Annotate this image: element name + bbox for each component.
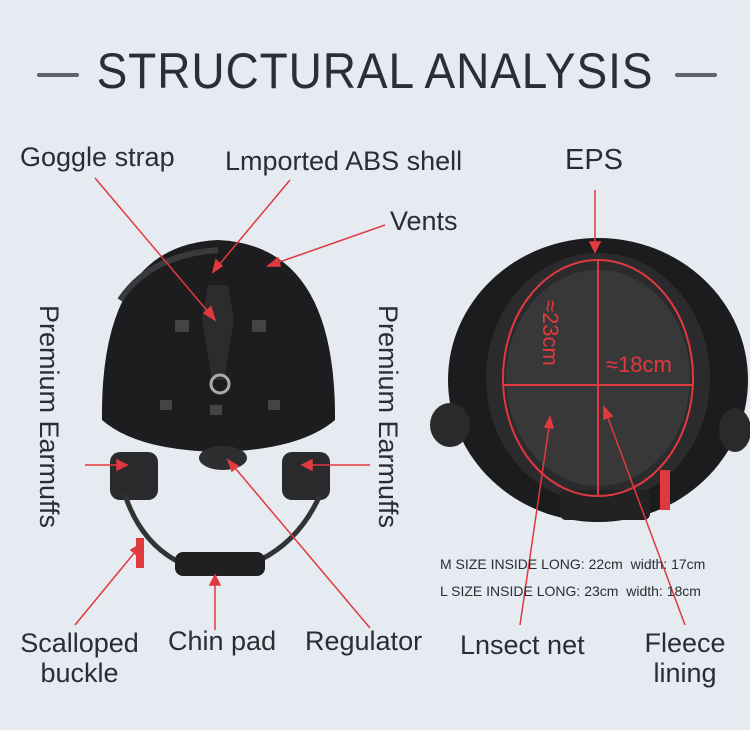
pointer-lines — [74, 177, 686, 630]
measurement-length: ≈23cm — [538, 300, 563, 366]
label-vents: Vents — [390, 206, 458, 236]
measurement-width: ≈18cm — [606, 352, 672, 377]
size-row-m: M SIZE INSIDE LONG: 22cm width: 17cm — [440, 556, 705, 572]
label-earmuffs-right: Premium Earmuffs — [373, 305, 403, 529]
title-dash-right — [675, 73, 717, 77]
size-name: L SIZE — [440, 583, 483, 599]
label-eps: EPS — [565, 144, 624, 176]
size-width-label: width: — [630, 556, 668, 572]
size-width-label: width: — [626, 583, 663, 599]
label-earmuffs-left: Premium Earmuffs — [34, 305, 64, 529]
label-chin-pad: Chin pad — [168, 626, 277, 656]
label-fleece-lining: Fleece lining — [635, 628, 735, 688]
label-line: Scalloped — [20, 628, 139, 658]
page-title: STRUCTURAL ANALYSIS — [96, 43, 654, 99]
helmet-inside-view — [430, 238, 750, 522]
label-abs-shell: Lmported ABS shell — [225, 146, 463, 176]
size-long: 23cm — [584, 583, 619, 599]
size-name: M SIZE — [440, 556, 487, 572]
size-long: 22cm — [588, 556, 623, 572]
label-line: buckle — [40, 658, 119, 688]
size-long-label: INSIDE LONG: — [486, 583, 581, 599]
size-width: 18cm — [666, 583, 701, 599]
label-scalloped-buckle: Scalloped buckle — [12, 628, 147, 688]
label-regulator: Regulator — [305, 626, 423, 656]
size-row-l: L SIZE INSIDE LONG: 23cm width: 18cm — [440, 583, 701, 599]
size-long-label: INSIDE LONG: — [490, 556, 585, 572]
label-goggle-strap: Goggle strap — [20, 142, 175, 172]
label-line: lining — [653, 658, 717, 688]
helmet-rear-view — [101, 240, 336, 576]
title-dash-left — [37, 73, 79, 77]
size-width: 17cm — [671, 556, 706, 572]
label-line: Fleece — [644, 628, 726, 658]
label-insect-net: Lnsect net — [460, 630, 585, 660]
